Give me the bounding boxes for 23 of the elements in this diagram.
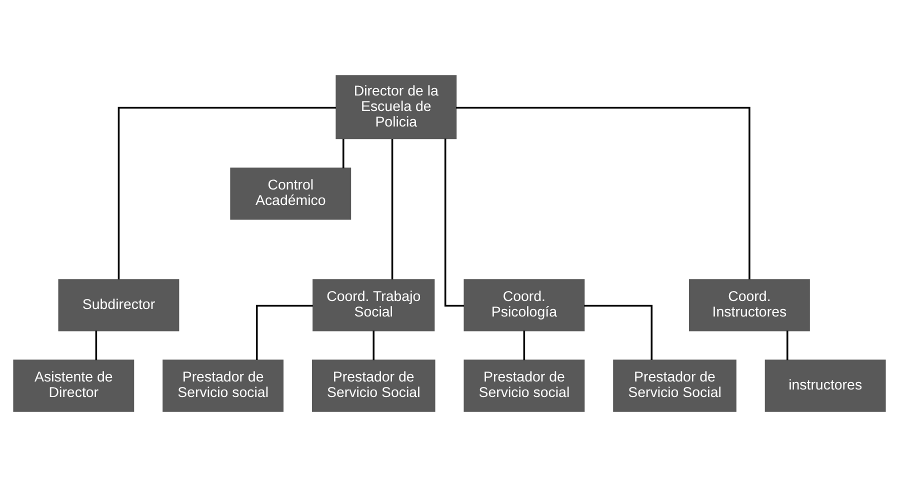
connector [523, 330, 526, 360]
node-box: instructores [764, 359, 886, 412]
node-box: Director de la Escuela de Policia [336, 74, 457, 139]
node-box: Subdirector [58, 278, 180, 331]
connector [256, 304, 313, 360]
node-box: Prestador de Servicio social [464, 359, 585, 412]
connector [95, 330, 98, 360]
node-box: Prestador de Servicio social [162, 359, 284, 412]
connector [456, 106, 750, 279]
node-box: Prestador de Servicio Social [613, 359, 736, 412]
node-box: Coord. Psicología [464, 278, 585, 331]
node-box: Prestador de Servicio Social [312, 359, 436, 412]
connector [444, 138, 464, 306]
node-box: Coord. Trabajo Social [312, 278, 435, 331]
connector [372, 330, 375, 360]
connector [786, 330, 788, 360]
connector [118, 106, 336, 279]
node-box: Asistente de Director [13, 359, 134, 412]
connector [584, 304, 653, 360]
connector [342, 138, 344, 168]
node-box: Control Académico [230, 167, 352, 220]
node-box: Coord. Instructores [688, 278, 810, 331]
connector [391, 138, 394, 279]
